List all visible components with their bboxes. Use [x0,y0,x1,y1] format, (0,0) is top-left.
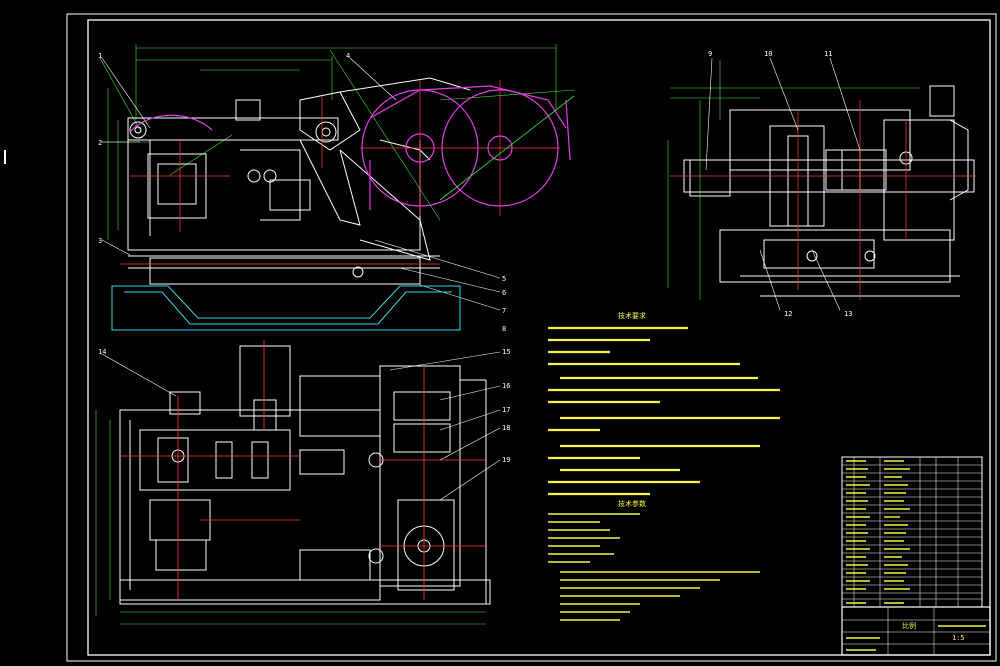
svg-text:10: 10 [764,50,772,58]
svg-text:3: 3 [98,237,102,245]
title-block: 比例 1:5 [841,606,991,656]
tech-params-title: 技术参数 [618,499,646,508]
title-block-scale: 1:5 [952,634,965,642]
svg-text:6: 6 [502,289,506,297]
side-machine-outline [683,85,975,297]
svg-text:7: 7 [502,307,506,315]
parts-list-grid [842,457,982,607]
plan-machine-outline [119,345,491,605]
foundation-section [111,285,461,331]
side-dimensions [667,60,920,300]
svg-text:16: 16 [502,382,510,390]
svg-text:13: 13 [844,310,852,318]
svg-text:1: 1 [98,52,102,60]
front-callouts: 1 2 3 4 5 6 7 8 [98,52,506,333]
svg-text:8: 8 [502,325,506,333]
plan-dimensions [95,410,486,625]
svg-text:9: 9 [708,50,712,58]
drive-rod-line [439,95,575,201]
tech-notes-title: 技术要求 [618,311,646,320]
side-centerlines [670,100,976,300]
svg-text:18: 18 [502,424,510,432]
front-pins [129,121,364,278]
front-callout-leaders [101,57,501,311]
front-centerlines [120,80,560,265]
title-block-entries [846,625,986,651]
svg-text:15: 15 [502,348,510,356]
technical-notes: 技术要求 技术参数 [548,311,780,621]
inner-frame [87,19,991,656]
svg-text:11: 11 [824,50,832,58]
plan-view: 14 15 16 17 18 19 [95,340,510,625]
side-callouts: 9 10 11 12 13 [708,50,852,318]
plan-centerlines [120,340,486,600]
tech-params-lines [548,513,760,621]
plan-callouts: 14 15 16 17 18 19 [98,348,510,464]
outer-frame [66,13,997,662]
plan-callout-leaders [101,351,501,501]
side-callout-leaders [705,57,861,311]
title-block-title: 比例 [902,621,916,630]
svg-text:12: 12 [784,310,792,318]
front-elevation-view: 1 2 3 4 5 6 7 8 [98,44,576,333]
svg-text:5: 5 [502,275,506,283]
svg-text:14: 14 [98,348,106,356]
cursor-marker [4,150,6,164]
svg-text:19: 19 [502,456,510,464]
parts-list-entries [846,460,910,604]
tech-notes-lines [548,326,780,496]
svg-text:17: 17 [502,406,510,414]
side-elevation-view: 9 10 11 12 13 [667,50,976,318]
svg-text:2: 2 [98,139,102,147]
svg-text:4: 4 [346,52,350,60]
front-machine-outline [127,77,471,285]
front-dimensions [99,44,576,240]
title-block-grid [842,607,990,655]
parts-list-table [841,456,983,608]
